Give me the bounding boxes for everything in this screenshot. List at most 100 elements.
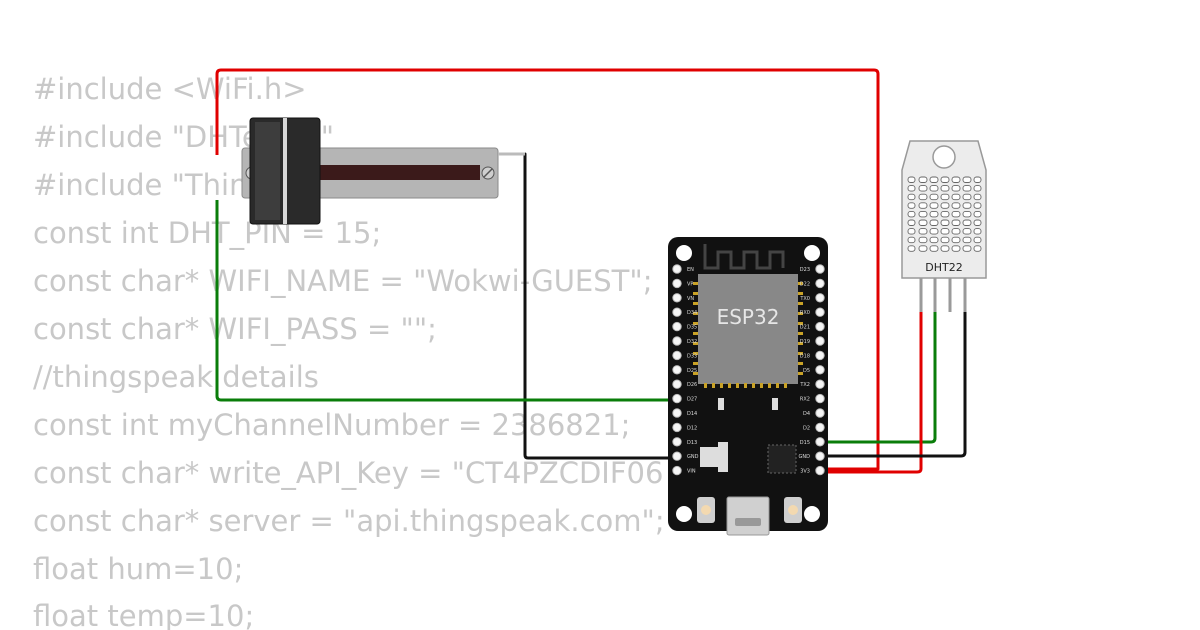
grille-slot	[907, 228, 916, 235]
grille-slot	[951, 185, 961, 192]
header-pin[interactable]	[672, 321, 682, 332]
code-line: const char* write_API_Key = "CT4PZCDIF06	[33, 456, 663, 490]
header-pin[interactable]	[815, 264, 825, 274]
header-pin[interactable]	[672, 293, 682, 303]
voltage-regulator	[700, 447, 718, 467]
header-pin[interactable]	[815, 278, 825, 289]
wire-black-pot-gnd[interactable]	[498, 152, 680, 460]
dht22-grille	[907, 176, 982, 252]
header-pin[interactable]	[815, 393, 825, 404]
pin-label: VP	[687, 281, 693, 287]
grille-slot	[940, 219, 950, 226]
grille-slot	[907, 236, 916, 244]
header-pin[interactable]	[672, 365, 682, 375]
screw-slot	[483, 168, 493, 178]
code-line: const int DHT_PIN = 15;	[33, 216, 381, 250]
code-line: #include <WiFi.h>	[33, 72, 307, 106]
grille-slot	[973, 202, 982, 209]
esp32-label: ESP32	[717, 305, 780, 329]
header-pin[interactable]	[672, 408, 682, 418]
grille-slot	[951, 245, 961, 252]
grille-slot	[918, 210, 928, 218]
usb-uart-chip	[767, 444, 797, 474]
mounting-hole	[676, 245, 692, 261]
grille-slot	[962, 210, 972, 218]
header-pin[interactable]	[815, 437, 825, 447]
grille-slot	[929, 245, 939, 252]
grille-slot	[973, 236, 982, 244]
grille-slot	[973, 219, 982, 226]
header-pin[interactable]	[672, 393, 682, 404]
grille-slot	[929, 176, 939, 183]
pin-label: VN	[687, 296, 694, 302]
slide-potentiometer[interactable]	[241, 117, 525, 225]
esp32-board[interactable]: ESP32 ENVPVND34D35D32D33D25D26D27D14D12D…	[668, 237, 828, 536]
pin-label: D34	[687, 310, 697, 316]
usb-port-opening	[735, 518, 761, 526]
wire-green-dht-data[interactable]	[822, 312, 937, 444]
pin-label: D33	[687, 353, 697, 359]
grille-slot	[907, 245, 916, 252]
header-pin[interactable]	[815, 379, 825, 389]
pin-label: D25	[687, 368, 697, 374]
grille-slot	[940, 176, 950, 183]
pin-label: D19	[800, 339, 810, 345]
wire-red-dht-vcc[interactable]	[822, 312, 923, 474]
wire-black-dht-gnd[interactable]	[822, 312, 967, 458]
header-pin[interactable]	[815, 321, 825, 332]
grille-slot	[907, 210, 916, 218]
header-pin[interactable]	[815, 365, 825, 375]
header-pin[interactable]	[815, 307, 825, 317]
pin-label: D26	[687, 382, 697, 388]
header-pin[interactable]	[815, 422, 825, 433]
header-pin[interactable]	[672, 307, 682, 317]
grille-slot	[940, 236, 950, 244]
esp32-module	[698, 274, 798, 384]
led-indicator	[772, 398, 778, 410]
grille-slot	[973, 228, 982, 235]
left-header-pins: ENVPVND34D35D32D33D25D26D27D14D12D13GNDV…	[672, 264, 699, 476]
boot-button-cap[interactable]	[788, 505, 798, 515]
pin-label: D4	[803, 411, 810, 417]
header-pin[interactable]	[672, 451, 682, 461]
pin-label: D14	[687, 411, 697, 417]
header-pin[interactable]	[672, 350, 682, 361]
code-line: float temp=10;	[33, 599, 254, 630]
code-line: const int myChannelNumber = 2386821;	[33, 408, 630, 442]
header-pin[interactable]	[815, 408, 825, 418]
grille-slot	[962, 236, 972, 244]
header-pin[interactable]	[815, 451, 825, 461]
wires	[215, 68, 967, 474]
grille-slot	[907, 219, 916, 226]
header-pin[interactable]	[815, 293, 825, 303]
header-pin[interactable]	[815, 336, 825, 346]
pin-label: TX2	[799, 382, 810, 388]
header-pin[interactable]	[815, 350, 825, 361]
dht22-sensor[interactable]: DHT22	[901, 140, 987, 312]
en-button-cap[interactable]	[701, 505, 711, 515]
header-pin[interactable]	[672, 264, 682, 274]
grille-slot	[962, 193, 972, 201]
dht22-label: DHT22	[925, 261, 962, 274]
header-pin[interactable]	[672, 422, 682, 433]
wire-red-pot-vcc[interactable]	[215, 68, 880, 471]
header-pin[interactable]	[672, 379, 682, 389]
wire-green-pot-signal[interactable]	[215, 200, 680, 402]
grille-slot	[907, 185, 916, 192]
pin-label: D35	[687, 325, 697, 331]
pot-knob-highlight	[255, 122, 280, 220]
grille-slot	[962, 245, 972, 252]
grille-slot	[907, 202, 916, 209]
header-pin[interactable]	[672, 465, 682, 476]
grille-slot	[940, 210, 950, 218]
header-pin[interactable]	[815, 465, 825, 476]
code-line: const char* WIFI_PASS = "";	[33, 312, 437, 346]
pin-label: EN	[687, 267, 694, 273]
grille-slot	[940, 202, 950, 209]
usb-port[interactable]	[726, 496, 770, 536]
grille-slot	[973, 245, 982, 252]
header-pin[interactable]	[672, 278, 682, 289]
header-pin[interactable]	[672, 336, 682, 346]
header-pin[interactable]	[672, 437, 682, 447]
grille-slot	[929, 236, 939, 244]
